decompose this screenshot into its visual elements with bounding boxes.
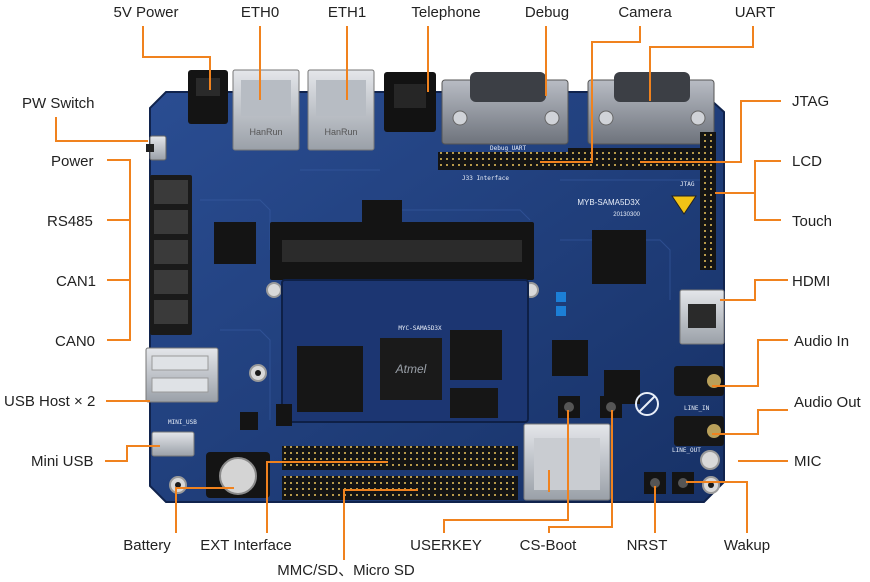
jtag-silk: JTAG (680, 181, 695, 188)
label-mic: MIC (794, 453, 822, 470)
label-5v-power: 5V Power (113, 4, 179, 21)
leader-mini-usb (105, 445, 160, 462)
cpu-brand: Atmel (395, 362, 427, 376)
leader-battery (175, 487, 234, 533)
label-userkey: USERKEY (410, 537, 482, 554)
eth0-brand: HanRun (249, 127, 282, 137)
jtag-header (700, 132, 716, 270)
leader-audio-out (712, 409, 788, 435)
leader-ext-interface (266, 461, 388, 533)
leader-mmc-sd (343, 489, 418, 560)
label-usb-host: USB Host × 2 (4, 393, 96, 410)
label-telephone: Telephone (411, 4, 481, 21)
ext-header-top (282, 446, 518, 470)
leader-camera (540, 26, 641, 163)
leader-uart (649, 26, 754, 101)
line-out-silk: LINE_OUT (672, 447, 701, 454)
label-audio-in: Audio In (794, 333, 850, 350)
lcd-header (568, 148, 700, 170)
label-debug: Debug (524, 4, 570, 21)
label-ext-interface: EXT Interface (200, 537, 292, 554)
leader-lcd-touch (754, 160, 781, 221)
label-eth1: ETH1 (327, 4, 367, 21)
label-can1: CAN1 (56, 273, 97, 290)
leader-cs-boot (548, 410, 613, 533)
line-in-silk: LINE_IN (684, 405, 710, 412)
mini-usb-connector (151, 431, 195, 457)
label-power: Power (51, 153, 94, 170)
som-flash (450, 330, 502, 380)
label-cs-boot: CS-Boot (519, 537, 577, 554)
leader-hdmi (720, 279, 788, 301)
lcd-header-silk: J33 Interface (462, 175, 509, 182)
leader-pw-switch (55, 117, 148, 142)
som-label: MYC-SAMA5D3X (398, 325, 442, 332)
label-wakup: Wakup (723, 537, 771, 554)
leader-audio-in (712, 339, 788, 387)
mini-usb-silk: MINI_USB (168, 419, 197, 426)
label-hdmi: HDMI (792, 273, 831, 290)
label-battery: Battery (123, 537, 171, 554)
label-eth0: ETH0 (240, 4, 280, 21)
tact-switches (558, 396, 694, 494)
audio-out-jack (674, 416, 724, 446)
ext-header-bottom (282, 476, 518, 500)
debug-uart-silk: Debug_UART (490, 145, 527, 152)
leader-jtag (640, 100, 781, 163)
camera-header (438, 152, 568, 170)
board-model: MYB-SAMA5D3X (577, 198, 640, 207)
label-pw-switch: PW Switch (22, 95, 95, 112)
label-audio-out: Audio Out (794, 394, 861, 411)
leader-wakup (686, 481, 748, 533)
label-nrst: NRST (626, 537, 668, 554)
leader-userkey (443, 410, 569, 533)
label-jtag: JTAG (792, 93, 830, 110)
audio-in-jack (674, 366, 724, 396)
label-mmc-sd: MMC/SD、Micro SD (277, 562, 415, 579)
label-uart: UART (734, 4, 776, 21)
som-cpu (380, 338, 442, 400)
eth1-brand: HanRun (324, 127, 357, 137)
esd-badge (671, 195, 697, 215)
label-rs485: RS485 (47, 213, 93, 230)
label-camera: Camera (618, 4, 672, 21)
leader-5v-power (142, 26, 211, 90)
leader-power-can (107, 159, 131, 341)
label-can0: CAN0 (55, 333, 96, 350)
board-date: 20130300 (613, 212, 640, 218)
label-lcd: LCD (792, 153, 823, 170)
label-touch: Touch (792, 213, 833, 230)
som-ram (297, 346, 363, 412)
label-mini-usb: Mini USB (31, 453, 94, 470)
